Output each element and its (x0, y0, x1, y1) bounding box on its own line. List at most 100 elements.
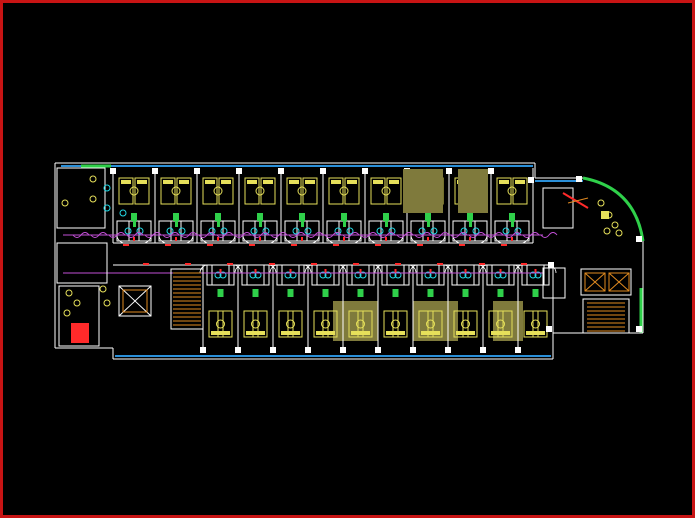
door-swing (226, 234, 236, 244)
bathroom-outline (422, 220, 446, 242)
door-swing (199, 264, 209, 274)
valve-marker (289, 269, 292, 273)
pillow (499, 180, 509, 184)
toilet-fixture (418, 227, 426, 235)
door-marker (185, 263, 191, 265)
structural-column (576, 176, 582, 182)
door-marker (479, 263, 485, 265)
chair (356, 319, 365, 329)
fire-hydrant-cabinet (71, 323, 89, 343)
bathroom-outline (316, 264, 340, 286)
door-swing (479, 264, 489, 274)
door-swing (394, 234, 404, 244)
elevator-cross (608, 272, 630, 292)
furniture-block (458, 169, 488, 213)
curtain-wave (180, 232, 198, 238)
curtain-wave (324, 232, 342, 238)
curtain-wave (198, 232, 216, 238)
chair (255, 186, 265, 196)
structural-column (110, 168, 116, 174)
pillow (515, 180, 525, 184)
elevator-car (584, 272, 606, 292)
pillow (535, 331, 545, 335)
pillow (137, 180, 147, 184)
wardrobe (217, 289, 224, 297)
hotel-room (152, 168, 198, 244)
bed (286, 177, 302, 205)
structural-column (515, 347, 521, 353)
toilet-fixture (324, 271, 332, 279)
wardrobe (532, 289, 539, 297)
bed (496, 177, 512, 205)
door-swing (234, 264, 244, 274)
curtain-wave (450, 232, 468, 238)
bathroom-outline (351, 264, 375, 286)
curtain-wave (378, 232, 396, 238)
pillow (289, 180, 299, 184)
bathroom-outline (212, 220, 236, 242)
chair (297, 186, 307, 196)
pillow (255, 331, 265, 335)
bathroom-outline (456, 264, 480, 286)
door-swing (142, 234, 152, 244)
structural-column (488, 168, 494, 174)
toilet-fixture (388, 227, 396, 235)
valve-marker (427, 237, 429, 241)
curtain-wave (216, 232, 234, 238)
toilet-fixture (220, 227, 228, 235)
valve-marker (511, 237, 513, 241)
toilet-fixture (472, 227, 480, 235)
curtain-wave (396, 232, 414, 238)
service-room (56, 167, 106, 229)
chair (531, 319, 540, 329)
bathroom-outline (380, 220, 404, 242)
structural-column (320, 168, 326, 174)
wardrobe (462, 289, 469, 297)
curved-glazing (582, 176, 645, 242)
door-swing (158, 234, 168, 244)
toilet-fixture (376, 227, 384, 235)
pillow (373, 180, 383, 184)
structural-column (194, 168, 200, 174)
door-swing (368, 234, 378, 244)
toilet-fixture (178, 227, 186, 235)
hotel-room (409, 264, 452, 353)
door-swing (514, 264, 524, 274)
bed (252, 310, 268, 338)
pillow (360, 331, 370, 335)
door-swing (410, 234, 420, 244)
bathroom-outline (200, 220, 224, 242)
door-marker (521, 263, 527, 265)
door-marker (207, 244, 213, 246)
curtain-wave (414, 232, 432, 238)
toilet-fixture (289, 271, 297, 279)
pillow (430, 331, 440, 335)
chair (381, 186, 391, 196)
door-swing (444, 264, 454, 274)
bed (532, 310, 548, 338)
pillow (491, 331, 501, 335)
lounge-chair (99, 285, 107, 293)
fixture (103, 204, 111, 212)
bed (322, 310, 338, 338)
valve-marker (217, 237, 219, 241)
bed (348, 310, 364, 338)
elevator-cross (118, 285, 152, 317)
bathroom-outline (452, 220, 476, 242)
structural-column (446, 168, 452, 174)
curtain-wave (306, 232, 324, 238)
valve-marker (175, 237, 177, 241)
door-marker (459, 244, 465, 246)
pillow (205, 180, 215, 184)
door-marker (227, 263, 233, 265)
curtain-wave (108, 232, 126, 238)
structural-column (528, 177, 534, 183)
toilet-fixture (429, 271, 437, 279)
pillow (221, 180, 231, 184)
lounge-chair (89, 175, 97, 183)
wardrobe (357, 289, 364, 297)
door-swing (478, 234, 488, 244)
bathroom-outline (158, 220, 182, 242)
curtain-wave (162, 232, 180, 238)
